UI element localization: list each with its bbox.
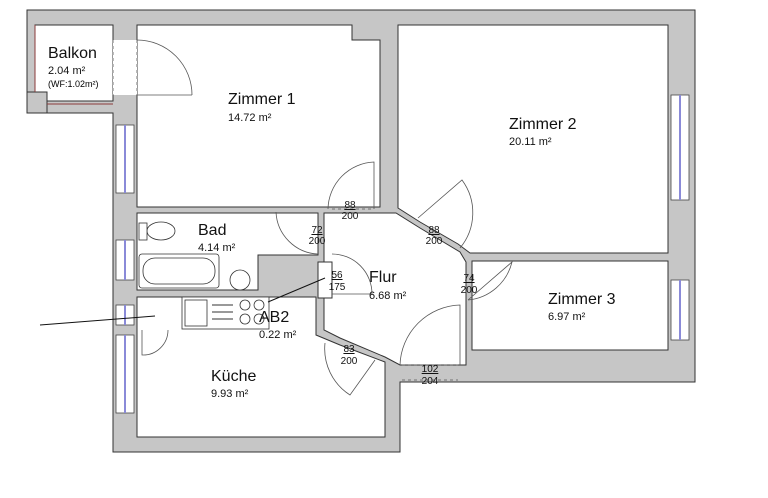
svg-text:204: 204 — [422, 376, 439, 387]
svg-text:200: 200 — [461, 285, 478, 296]
kueche-label: Küche — [211, 368, 256, 385]
zimmer3-label: Zimmer 3 — [548, 291, 616, 308]
pointer-line — [39, 315, 156, 326]
sink-icon — [229, 269, 251, 291]
balkon-area: 2.04 m² — [48, 65, 86, 77]
ab2-niche — [317, 261, 333, 299]
zimmer2-area: 20.11 m² — [509, 136, 552, 148]
svg-text:200: 200 — [341, 356, 358, 367]
kitchen-counter — [181, 296, 270, 330]
flur-label: Flur — [369, 269, 397, 286]
room-balkon — [34, 24, 114, 102]
svg-text:88: 88 — [428, 225, 440, 236]
windows — [115, 94, 690, 414]
zimmer2-label: Zimmer 2 — [509, 116, 577, 133]
room-zimmer2 — [397, 24, 669, 254]
ab2-label: AB2 — [259, 309, 289, 326]
svg-text:72: 72 — [311, 225, 323, 236]
svg-text:175: 175 — [329, 282, 346, 293]
balkon-pillar — [26, 91, 48, 114]
zimmer3-area: 6.97 m² — [548, 311, 586, 323]
sink-icon — [184, 299, 208, 327]
bad-label: Bad — [198, 222, 226, 239]
kueche-area: 9.93 m² — [211, 388, 249, 400]
room-flur — [323, 212, 467, 366]
svg-text:88: 88 — [344, 200, 356, 211]
svg-text:200: 200 — [342, 211, 359, 222]
balkon-wf: (WF:1.02m²) — [48, 79, 99, 89]
svg-text:200: 200 — [426, 236, 443, 247]
flur-area: 6.68 m² — [369, 290, 407, 302]
svg-text:74: 74 — [463, 273, 475, 284]
ab2-area: 0.22 m² — [259, 329, 297, 341]
stove-icon — [239, 299, 251, 311]
bathroom-fixtures — [138, 221, 251, 291]
room-zimmer3 — [471, 260, 669, 351]
room-kueche — [136, 296, 386, 438]
balkon-label: Balkon — [48, 45, 97, 62]
svg-text:102: 102 — [422, 364, 439, 375]
svg-text:83: 83 — [343, 344, 355, 355]
doors — [112, 39, 513, 396]
zimmer1-area: 14.72 m² — [228, 112, 272, 124]
bad-area: 4.14 m² — [198, 242, 236, 254]
zimmer1-label: Zimmer 1 — [228, 91, 296, 108]
toilet-icon — [146, 221, 176, 241]
svg-text:200: 200 — [309, 236, 326, 247]
room-zimmer1 — [136, 24, 381, 208]
ab2-leader-line — [267, 277, 326, 303]
svg-text:56: 56 — [331, 270, 343, 281]
